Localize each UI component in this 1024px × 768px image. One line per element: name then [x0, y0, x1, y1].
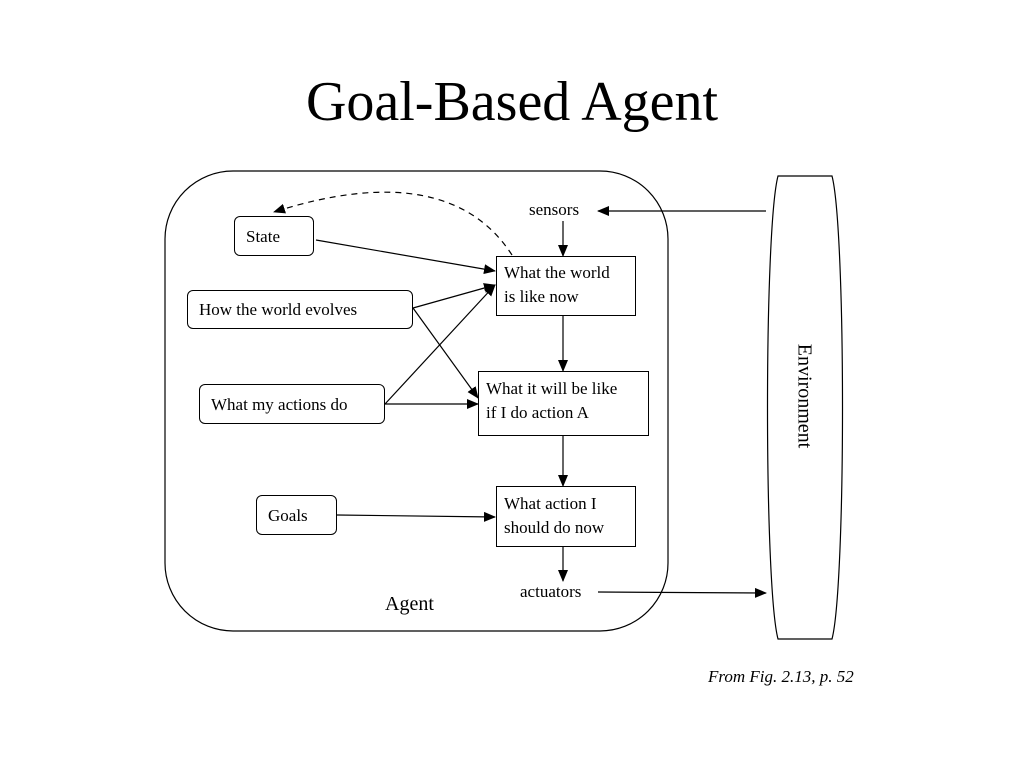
- goals-box-label: Goals: [268, 506, 308, 525]
- evolves-to-world-arrow: [412, 283, 496, 309]
- world-evolves-box-label: How the world evolves: [199, 300, 358, 319]
- world-now-box: What the world is like now: [496, 256, 636, 316]
- slide-title: Goal-Based Agent: [305, 71, 719, 133]
- actions-do-box: What my actions do: [199, 384, 385, 424]
- state-to-world-arrow: [315, 239, 496, 275]
- will-be-like-box-line-1: What it will be like: [486, 379, 618, 398]
- state-box-label: State: [246, 227, 280, 246]
- state-box: State: [234, 216, 314, 256]
- action-now-box: What action I should do now: [496, 486, 636, 547]
- world-now-box-line-1: What the world: [504, 263, 610, 282]
- environment-label: Environment: [793, 343, 816, 449]
- will-be-like-box-line-2: if I do action A: [486, 403, 589, 422]
- action-now-box-line-2: should do now: [504, 518, 605, 537]
- world-evolves-box: How the world evolves: [187, 290, 413, 329]
- will-be-like-box: What it will be like if I do action A: [478, 371, 649, 436]
- actions-to-world-arrow: [384, 284, 496, 405]
- action-now-box-line-1: What action I: [504, 494, 597, 513]
- actions-do-box-label: What my actions do: [211, 395, 348, 414]
- figure-citation: From Fig. 2.13, p. 52: [708, 667, 854, 686]
- agent-container: [164, 170, 669, 632]
- feedback-dashed-arrow: [273, 191, 513, 256]
- world-now-box-line-2: is like now: [504, 287, 579, 306]
- sensors-label: sensors: [529, 200, 580, 219]
- goals-to-action-arrow: [336, 511, 496, 522]
- agent-label: Agent: [385, 593, 434, 615]
- actuators-label: actuators: [520, 582, 582, 601]
- actuators-to-environment-arrow: [597, 587, 767, 598]
- evolves-to-willbe-arrow: [412, 307, 479, 399]
- goals-box: Goals: [256, 495, 337, 535]
- environment-container: [766, 175, 844, 640]
